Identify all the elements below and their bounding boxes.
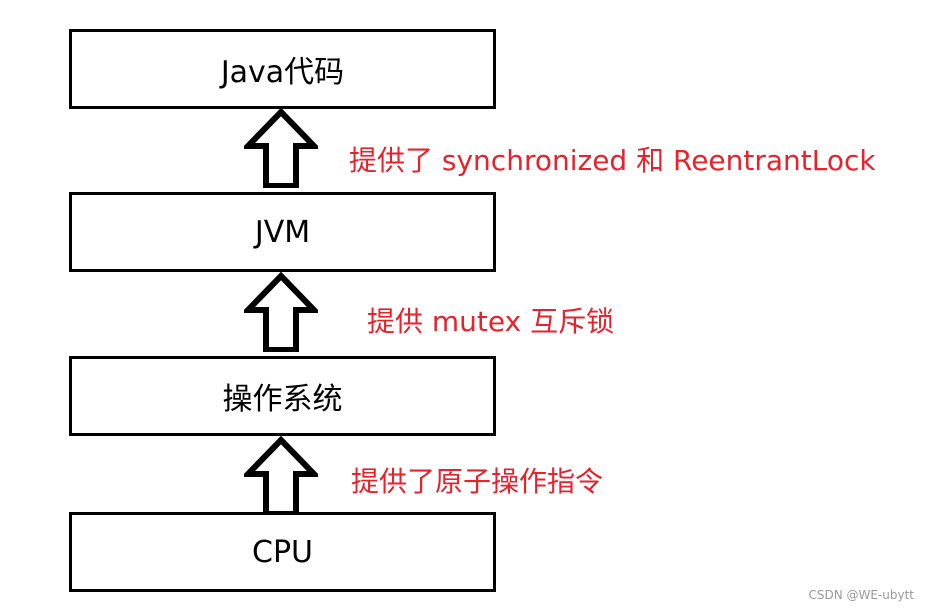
watermark: CSDN @WE-ubytt <box>808 588 914 602</box>
up-arrow-icon <box>244 436 318 516</box>
jvm-label: JVM <box>254 214 311 250</box>
up-arrow-icon <box>244 272 318 352</box>
operating-system-label: 操作系统 <box>222 382 343 417</box>
java-code-label: Java代码 <box>220 55 345 90</box>
jvm-layer: JVM <box>69 192 496 272</box>
operating-system-layer: 操作系统 <box>69 356 496 436</box>
jvm-provides-annotation: 提供了 synchronized 和 ReentrantLock <box>349 144 876 177</box>
cpu-label: CPU <box>252 534 313 570</box>
java-code-layer: Java代码 <box>69 29 496 109</box>
cpu-layer: CPU <box>69 512 496 592</box>
cpu-provides-annotation: 提供了原子操作指令 <box>351 465 604 498</box>
up-arrow-icon <box>244 108 318 188</box>
os-provides-annotation: 提供 mutex 互斥锁 <box>367 305 615 338</box>
